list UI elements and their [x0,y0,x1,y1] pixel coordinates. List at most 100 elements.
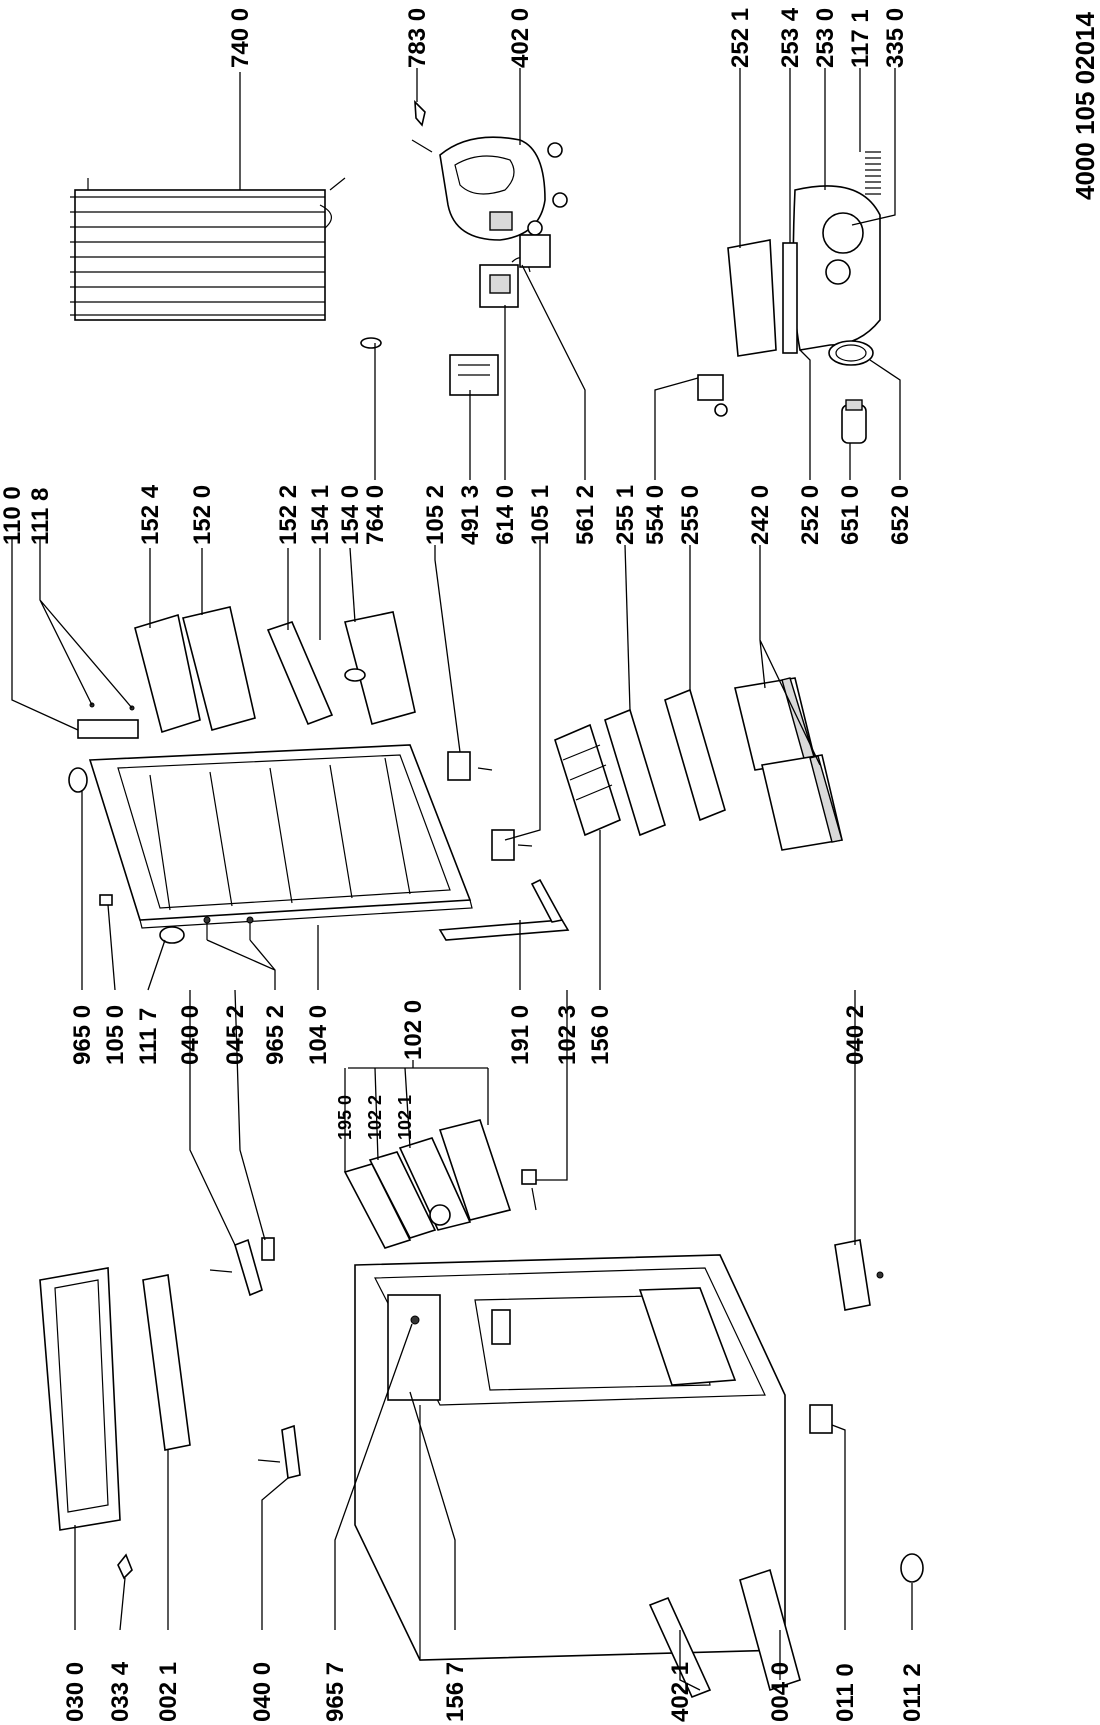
bracket-105-2 [447,751,493,781]
label-491-3: 491 3 [457,485,484,545]
label-040-0-mid: 040 0 [177,1005,204,1065]
label-783-0: 783 0 [404,8,431,68]
label-554-0: 554 0 [642,485,669,545]
label-102-2: 102 2 [365,1095,385,1140]
label-117-1: 117 1 [847,9,874,68]
ice-tray-156-0 [554,723,621,837]
foot-011-2 [900,1553,924,1583]
drawer-frame-102-0 [343,1119,512,1249]
label-154-1: 154 1 [307,485,334,545]
hinge-040-0-bottom [257,1424,301,1479]
label-105-2: 105 2 [422,485,449,545]
label-965-2: 965 2 [262,1005,289,1065]
label-253-4: 253 4 [777,7,804,68]
label-105-0: 105 0 [102,1005,129,1065]
door-gasket-191-0 [438,878,570,941]
klixon [449,354,499,396]
compressor [411,136,568,241]
label-104-0: 104 0 [305,1005,332,1065]
crisper-drawer-2 [761,754,843,851]
door [88,744,473,929]
thermostat-shaft [782,242,798,354]
relay-starter [479,257,531,308]
label-965-0: 965 0 [69,1005,96,1065]
label-652-0: 652 0 [887,485,914,545]
document-id: 4000 105 02014 [1070,11,1100,200]
door-shelf-152-0 [182,606,256,731]
label-040-0-bottom: 040 0 [249,1662,276,1722]
small-disc [360,337,382,349]
label-614-0: 614 0 [492,485,519,545]
label-561-2: 561 2 [572,485,599,545]
label-402-1: 402 1 [667,1662,694,1722]
label-105-1: 105 1 [527,485,554,545]
label-102-0: 102 0 [400,1000,427,1060]
hinge-pin-105-0 [99,894,113,906]
label-156-7: 156 7 [442,1662,469,1722]
label-004-0: 004 0 [767,1662,794,1722]
bracket-102-3 [521,1169,537,1211]
label-252-1: 252 1 [727,8,754,68]
leader-lines [11,68,913,1691]
label-965-7: 965 7 [322,1662,349,1722]
label-111-8: 111 8 [27,488,54,545]
glass-shelf-255-0 [664,688,726,822]
label-651-0: 651 0 [837,485,864,545]
lamp-bulb [841,399,867,444]
label-111-7: 111 7 [135,1008,162,1065]
foot-011-0 [809,1404,833,1434]
lamp-switch [697,374,728,417]
clip-033-4 [117,1553,133,1580]
label-152-0: 152 0 [189,485,216,545]
top-cover-030-0 [39,1267,121,1531]
bracket-105-1 [491,829,533,861]
screw-965-7 [410,1315,420,1325]
label-030-0: 030 0 [62,1662,89,1722]
label-152-2: 152 2 [275,485,302,545]
door-shelf-152-2 [266,621,334,726]
label-002-1: 002 1 [155,1662,182,1722]
hinge-040-2 [834,1239,884,1311]
label-045-2: 045 2 [222,1005,249,1065]
label-102-1: 102 1 [395,1095,415,1140]
cabinet [354,1254,786,1661]
label-154-0: 154 0 [337,485,364,545]
pipe-fitting [414,99,426,127]
condenser-coil [70,177,346,321]
cap-111-7 [159,926,185,944]
label-033-4: 033 4 [107,1661,134,1722]
label-191-0: 191 0 [507,1005,534,1065]
glass-shelf-255-1 [604,708,666,837]
label-252-0: 252 0 [797,485,824,545]
label-740-0: 740 0 [227,8,254,68]
label-242-0: 242 0 [747,485,774,545]
label-402-0: 402 0 [507,8,534,68]
label-255-1: 255 1 [612,485,639,545]
part-labels: 740 0 783 0 402 0 252 1 253 4 253 0 117 … [0,7,926,1722]
door-shelf-152-4 [134,613,201,734]
label-152-4: 152 4 [137,484,164,545]
air-duct-housing [792,185,881,366]
base-rail-004-0 [739,1568,801,1692]
thermostat-knob-plate [727,239,777,357]
label-335-0: 335 0 [882,8,909,68]
top-hinge-block [77,702,139,739]
label-011-2: 011 2 [899,1663,926,1722]
screws-965-2 [203,916,254,940]
glass-shelf-002-1 [142,1274,191,1451]
label-195-0: 195 0 [335,1095,355,1140]
capacitor-cover [519,234,551,268]
label-102-3: 102 3 [554,1005,581,1065]
door-shelf-154-0 [344,611,416,725]
label-011-0: 011 0 [832,1663,859,1722]
crisper-drawer-1 [734,677,816,771]
door-pin [68,767,88,793]
spring [865,151,881,195]
label-040-2: 040 2 [842,1005,869,1065]
label-253-0: 253 0 [812,8,839,68]
label-110-0: 110 0 [0,486,26,545]
label-255-0: 255 0 [677,485,704,545]
label-764-0: 764 0 [362,485,389,545]
hinge-045-2 [261,1237,275,1261]
